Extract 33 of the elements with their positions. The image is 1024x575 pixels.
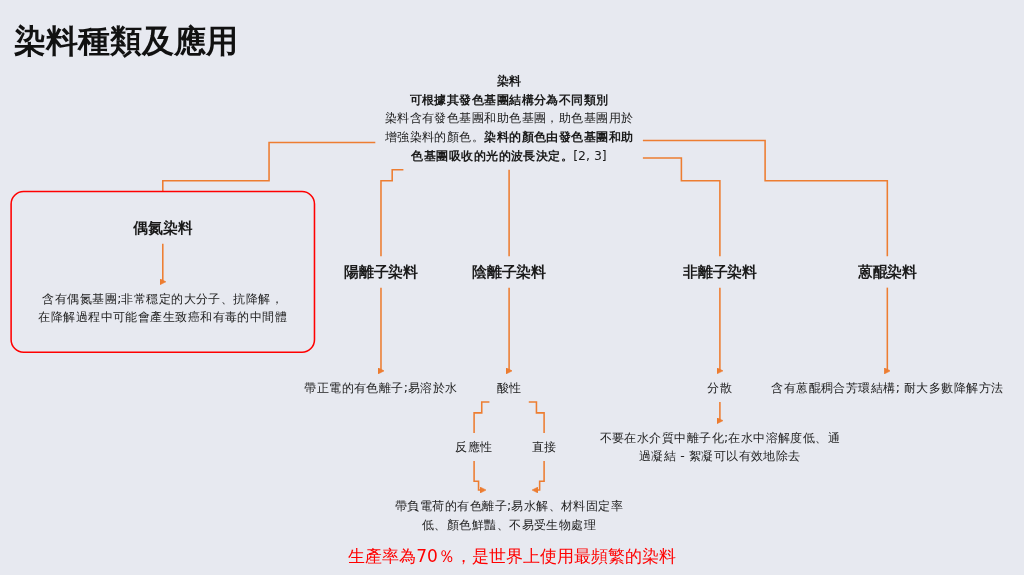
- connector: [473, 401, 491, 434]
- arrow: [716, 286, 724, 375]
- node-text: 含有蒽醌稠合芳環結構; 耐大多數降解方法: [771, 380, 1004, 395]
- node-text: 染料 可根據其發色基團結構分為不同類別 染料含有發色基團和助色基團，助色基團用於增強染料的顏色。染料的顏色由發色基團和助色基團吸收的光的波長決定。[2, 3]: [384, 73, 634, 163]
- node-text: 非離子染料: [683, 263, 757, 281]
- connector: [380, 169, 405, 257]
- arrow: [377, 286, 385, 375]
- arrow: [473, 460, 487, 494]
- node-text: 直接: [531, 439, 557, 455]
- node-text: 蒽醌染料: [857, 263, 917, 281]
- node-text: 偶氮染料: [133, 219, 193, 237]
- cluster: [10, 190, 316, 353]
- node-text: 帶正電的有色離子;易溶於水: [304, 380, 458, 395]
- arrow: [505, 286, 513, 375]
- node-text: 酸性: [496, 380, 522, 395]
- connector: [642, 139, 889, 257]
- node-text: 含有偶氮基團;非常穩定的大分子、抗降解，在降解過程中可能會產生致癌和有毒的中間體: [38, 291, 288, 325]
- connector: [162, 141, 377, 193]
- node-text: 不要在水介質中離子化;在水中溶解度低、通過凝結 - 絮凝可以有效地除去: [599, 429, 841, 464]
- node-text: 帶負電荷的有色離子;易水解、材料固定率低、顏色鮮豔、不易受生物處理: [395, 498, 624, 532]
- note-text: 生產率為70％，是世界上使用最頻繁的染料: [348, 546, 676, 566]
- node-text: 反應性: [455, 439, 493, 455]
- connector: [528, 401, 545, 434]
- node-text: 陽離子染料: [344, 263, 418, 281]
- node-text: 陰離子染料: [472, 263, 547, 281]
- node-text: 分散: [707, 380, 733, 395]
- connector: [642, 157, 721, 257]
- arrow: [159, 242, 167, 286]
- title: 染料種類及應用: [14, 21, 238, 62]
- connector: [508, 169, 510, 257]
- arrow: [716, 401, 724, 425]
- arrow: [883, 286, 891, 375]
- arrow: [531, 460, 545, 494]
